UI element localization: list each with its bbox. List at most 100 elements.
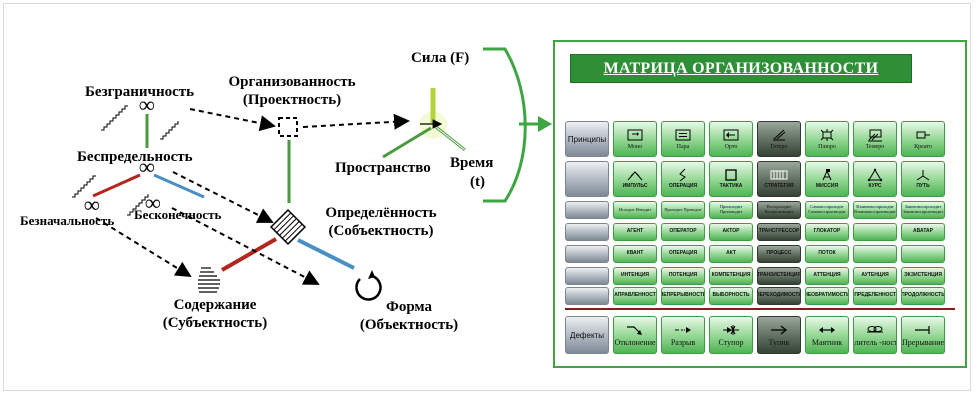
cell-label: НАПРАВЛЕННОСТЬ <box>613 292 657 299</box>
cell-label: АВАТАР <box>912 228 934 235</box>
cell-label: КВАНТ <box>626 250 644 257</box>
cell-label: Воспроходит Воспроизводит <box>764 204 794 214</box>
mono-icon <box>626 128 644 142</box>
label-proektnost-text: (Проектность) <box>242 91 342 108</box>
defects-separator <box>565 308 955 310</box>
cell-label: ИНТЕНЦИЯ <box>620 272 650 279</box>
cell-label: АГЕНТ <box>626 228 644 235</box>
cell-label: СТРАТЕГИЯ <box>764 183 794 190</box>
principle-cell: Моно <box>613 121 657 157</box>
row-label-4 <box>565 223 609 241</box>
label-obektnost-text: (Объектность) <box>359 316 459 333</box>
blue-link <box>297 238 355 270</box>
row5-cell: ПРОЦЕСС <box>757 245 801 263</box>
cell-label: ТРАНСГРЕССОР <box>758 228 800 235</box>
row6-cell: АТТЕНЦИЯ <box>805 267 849 285</box>
activity-cell: ИМПУЛЬС <box>613 161 657 197</box>
row3-cell: Проходит Проводит <box>661 201 705 219</box>
activity-cell: ОПЕРАЦИЯ <box>661 161 705 197</box>
cell-label: Взаимовоспроходит Взаимовоспроизводит <box>854 204 896 214</box>
tactic-icon <box>722 168 740 182</box>
row3-cell: Законовоспроходит Законовоспроизводит <box>901 201 945 219</box>
cell-label: ОПРЕДЕЛЕННОСТЬ <box>854 292 896 299</box>
path-icon <box>914 168 932 182</box>
organization-square-icon <box>278 117 298 137</box>
cell-label: Пара <box>676 143 690 150</box>
stupor-icon <box>722 323 740 337</box>
duration-icon <box>866 323 884 337</box>
row4-cell: ОПЕРАТОР <box>661 223 705 241</box>
label-vremya-t: (t) <box>470 174 485 190</box>
cell-label: ТАКТИКА <box>719 183 743 190</box>
defect-cell: Прерывание <box>901 316 945 354</box>
defect-cell: Ступор <box>709 316 753 354</box>
row4-cell: ТРАНСГРЕССОР <box>757 223 801 241</box>
label-bezgranichnost: Безграничность <box>85 84 195 100</box>
right-arrow-icon <box>519 116 552 132</box>
break-icon <box>674 323 692 337</box>
cell-label: АТТЕНЦИЯ <box>813 272 841 279</box>
cell-label: ЭКЗИСТЕНЦИЯ <box>904 272 942 279</box>
cell-label: ПРОДОЛЖНОСТЬ <box>901 292 945 299</box>
row7-cell: ВЫБОРНОСТЬ <box>709 287 753 305</box>
cell-label: ПОТЕНЦИЯ <box>668 272 698 279</box>
row6-cell: КОМПЕТЕНЦИЯ <box>709 267 753 285</box>
cell-label: Ступор <box>718 337 744 347</box>
defect-cell: Маятник <box>805 316 849 354</box>
cell-label: Отклонение <box>614 337 656 347</box>
label-forma: Форма (Объектность) <box>344 299 474 334</box>
row7-cell: ПРОДОЛЖНОСТЬ <box>901 287 945 305</box>
row5-cell: ПОТОК <box>805 245 849 263</box>
operation-icon <box>674 168 692 182</box>
cell-label: ПРОЦЕСС <box>766 250 792 257</box>
principle-cell: Гетеро <box>757 121 801 157</box>
cell-label: КОМПЕТЕНЦИЯ <box>711 272 751 279</box>
cell-label: НЕОБРАТИМОСТЬ <box>805 292 849 299</box>
interruption-icon <box>914 323 932 337</box>
cell-label: ГЛОКАТОР <box>813 228 841 235</box>
cell-label: Тупик <box>768 337 790 347</box>
cell-label: ОПЕРАТОР <box>669 228 697 235</box>
cell-label: Моно <box>627 143 643 150</box>
cell-label: Исходит Изводит <box>618 206 652 212</box>
row6-cell: ИНТЕНЦИЯ <box>613 267 657 285</box>
cell-label: ИМПУЛЬС <box>622 183 648 190</box>
row7-cell: ПЕРЕХОДИМОСТЬ <box>757 287 801 305</box>
blue-link <box>153 173 205 199</box>
cell-label: АКТОР <box>722 228 740 235</box>
row3-cell: Исходит Изводит <box>613 201 657 219</box>
defect-cell: Тупик <box>757 316 801 354</box>
activity-cell: ТАКТИКА <box>709 161 753 197</box>
row7-cell: ОПРЕДЕЛЕННОСТЬ <box>853 287 897 305</box>
course-icon <box>866 168 884 182</box>
row4-cell: АВАТАР <box>901 223 945 241</box>
label-soderzhanie-text: Содержание <box>173 297 257 313</box>
red-link <box>92 173 141 198</box>
label-soderzhanie: Содержание (Субъектность) <box>150 297 280 332</box>
cell-label: Происходит Производит <box>719 204 743 214</box>
label-forma-text: Форма <box>385 299 433 315</box>
row7-cell: НАПРАВЛЕННОСТЬ <box>613 287 657 305</box>
cell-label: Законовоспроходит Законовоспроизводит <box>902 204 944 214</box>
row7-cell: НЕПРЕРЫВНОСТЬ <box>661 287 705 305</box>
defect-cell: Отклонение <box>613 316 657 354</box>
defect-cell: Разрыв <box>661 316 705 354</box>
cell-label: Гетеро <box>770 143 788 150</box>
cell-label: ОПЕРАЦИЯ <box>668 250 698 257</box>
row5-cell <box>901 245 945 263</box>
cell-label: ПУТЬ <box>916 183 930 190</box>
row4-cell: ГЛОКАТОР <box>805 223 849 241</box>
principle-cell: Плюро <box>805 121 849 157</box>
cell-label: Прерывание <box>901 337 945 347</box>
principle-cell: Орто <box>709 121 753 157</box>
cell-label: Длитель -ность <box>854 337 896 347</box>
row-label-6 <box>565 267 609 285</box>
label-prostranstvo: Пространство <box>335 160 431 176</box>
force-space-time-icon <box>382 88 466 159</box>
cycle-arrowhead-icon <box>368 270 375 279</box>
row4-cell: АКТОР <box>709 223 753 241</box>
cell-label: Проходит Проводит <box>664 206 702 212</box>
orto-icon <box>722 128 740 142</box>
content-hatch-icon <box>198 267 220 293</box>
row-label-defects: Дефекты <box>565 316 609 354</box>
